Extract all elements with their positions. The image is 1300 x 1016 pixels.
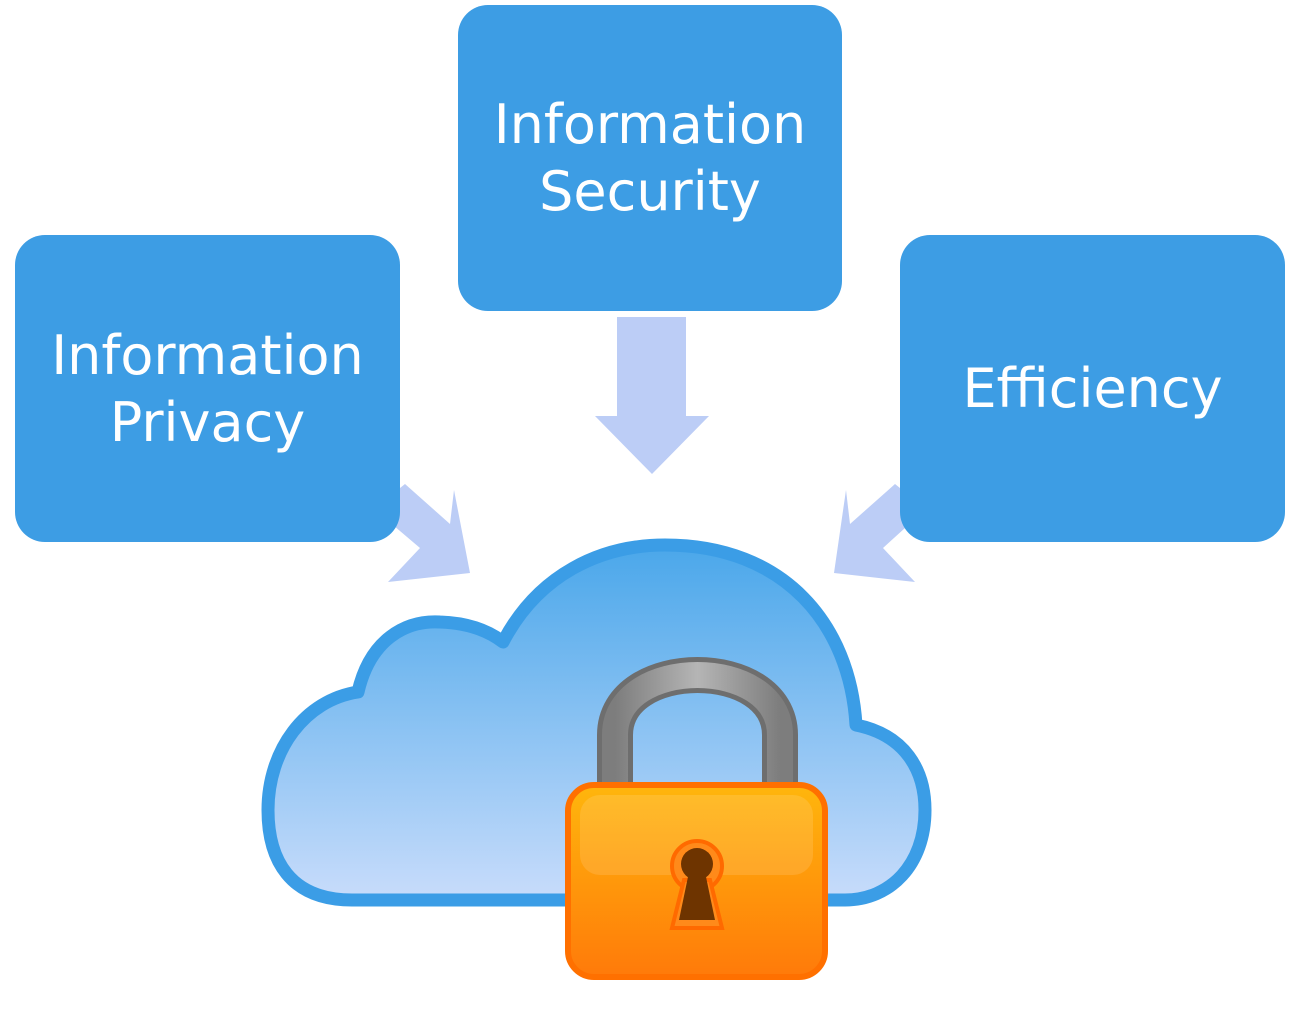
box-privacy-shape <box>15 235 400 542</box>
information-security-box: Information Security <box>458 5 842 311</box>
efficiency-label: Efficiency <box>962 357 1223 420</box>
information-security-label-line2: Security <box>539 160 761 223</box>
information-privacy-label-line1: Information <box>51 323 364 387</box>
information-security-label-line1: Information <box>493 93 807 156</box>
information-privacy-box: Information Privacy <box>15 235 400 542</box>
padlock-icon <box>565 657 828 980</box>
box-efficiency-shape <box>900 235 1285 542</box>
arrow-down-security <box>595 317 709 474</box>
box-security-shape <box>458 5 842 311</box>
efficiency-box: Efficiency <box>900 235 1285 542</box>
information-privacy-label-line2: Privacy <box>109 390 306 454</box>
keyhole-icon <box>669 839 725 930</box>
